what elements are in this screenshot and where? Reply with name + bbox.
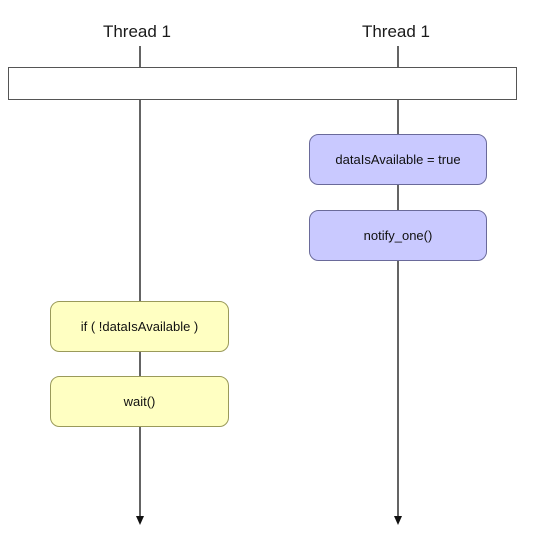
step-label: if ( !dataIsAvailable ) [81,319,199,334]
thread-label-right: Thread 1 [362,22,430,41]
step-notify-one: notify_one() [309,210,487,261]
step-box [50,376,229,427]
timeline-arrow-right [394,516,402,525]
shared-resource-bar [8,67,517,100]
step-box [309,210,487,261]
step-wait: wait() [50,376,229,427]
step-if-not-data-is-available: if ( !dataIsAvailable ) [50,301,229,352]
step-label: notify_one() [364,228,433,243]
thread-label-left: Thread 1 [103,22,171,41]
step-box [50,301,229,352]
step-data-is-available-true: dataIsAvailable = true [309,134,487,185]
step-label: wait() [123,394,156,409]
step-label: dataIsAvailable = true [335,152,460,167]
step-box [309,134,487,185]
timeline-arrow-left [136,516,144,525]
